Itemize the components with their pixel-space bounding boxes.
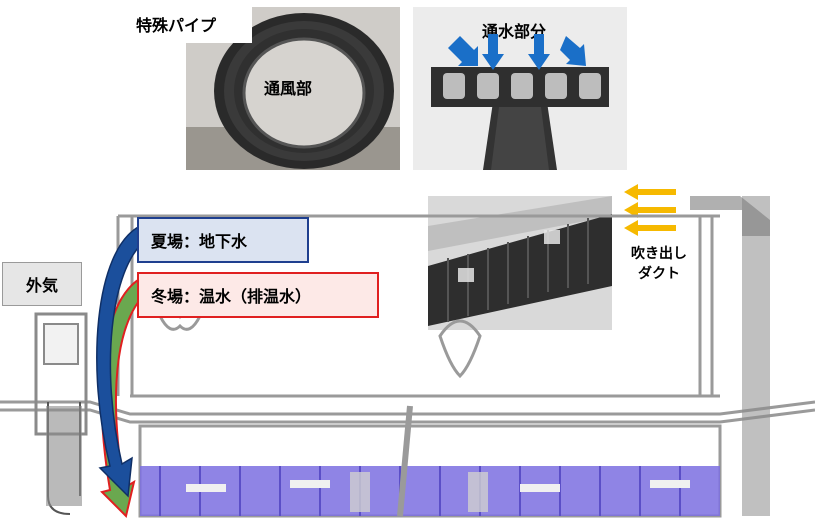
blue-down-arrow-icon: [482, 34, 504, 70]
blue-down-arrow-icon: [560, 36, 586, 66]
water-channel-photo: [413, 7, 627, 170]
yellow-left-arrow-icon: [624, 220, 676, 236]
summer-box: 夏場：地下水: [137, 217, 309, 263]
pipe-label-bg: [130, 7, 252, 43]
riser-duct: [742, 196, 770, 516]
blue-down-arrows: [448, 34, 586, 70]
summer-label: 夏場：地下水: [151, 232, 248, 251]
curved-flow-arrow-icon: [96, 224, 147, 498]
pipe-coil-image: [186, 7, 400, 170]
flow-arrows: [96, 224, 152, 518]
duct-label: 吹き出し ダクト: [631, 246, 687, 282]
pipe-label: 特殊パイプ: [136, 16, 217, 35]
duct-photo: [428, 196, 612, 330]
water-part-label: 通水部分: [482, 22, 547, 41]
air-part-label: 通風部: [264, 79, 313, 98]
underground-tube: [140, 466, 720, 516]
winter-label: 冬場：温水（排温水）: [151, 287, 312, 306]
blue-down-arrow-icon: [528, 34, 550, 70]
winter-box: 冬場：温水（排温水）: [137, 272, 379, 318]
water-channel-image: [413, 7, 627, 170]
blue-down-arrow-icon: [448, 36, 478, 66]
outside-air-label: 外気: [25, 276, 58, 295]
pipe-photo: [186, 7, 400, 170]
yellow-left-arrows: [624, 184, 676, 236]
yellow-left-arrow-icon: [624, 202, 676, 218]
yellow-left-arrow-icon: [624, 184, 676, 200]
duct-image: [428, 196, 612, 330]
outside-air-box: 外気: [2, 262, 82, 306]
